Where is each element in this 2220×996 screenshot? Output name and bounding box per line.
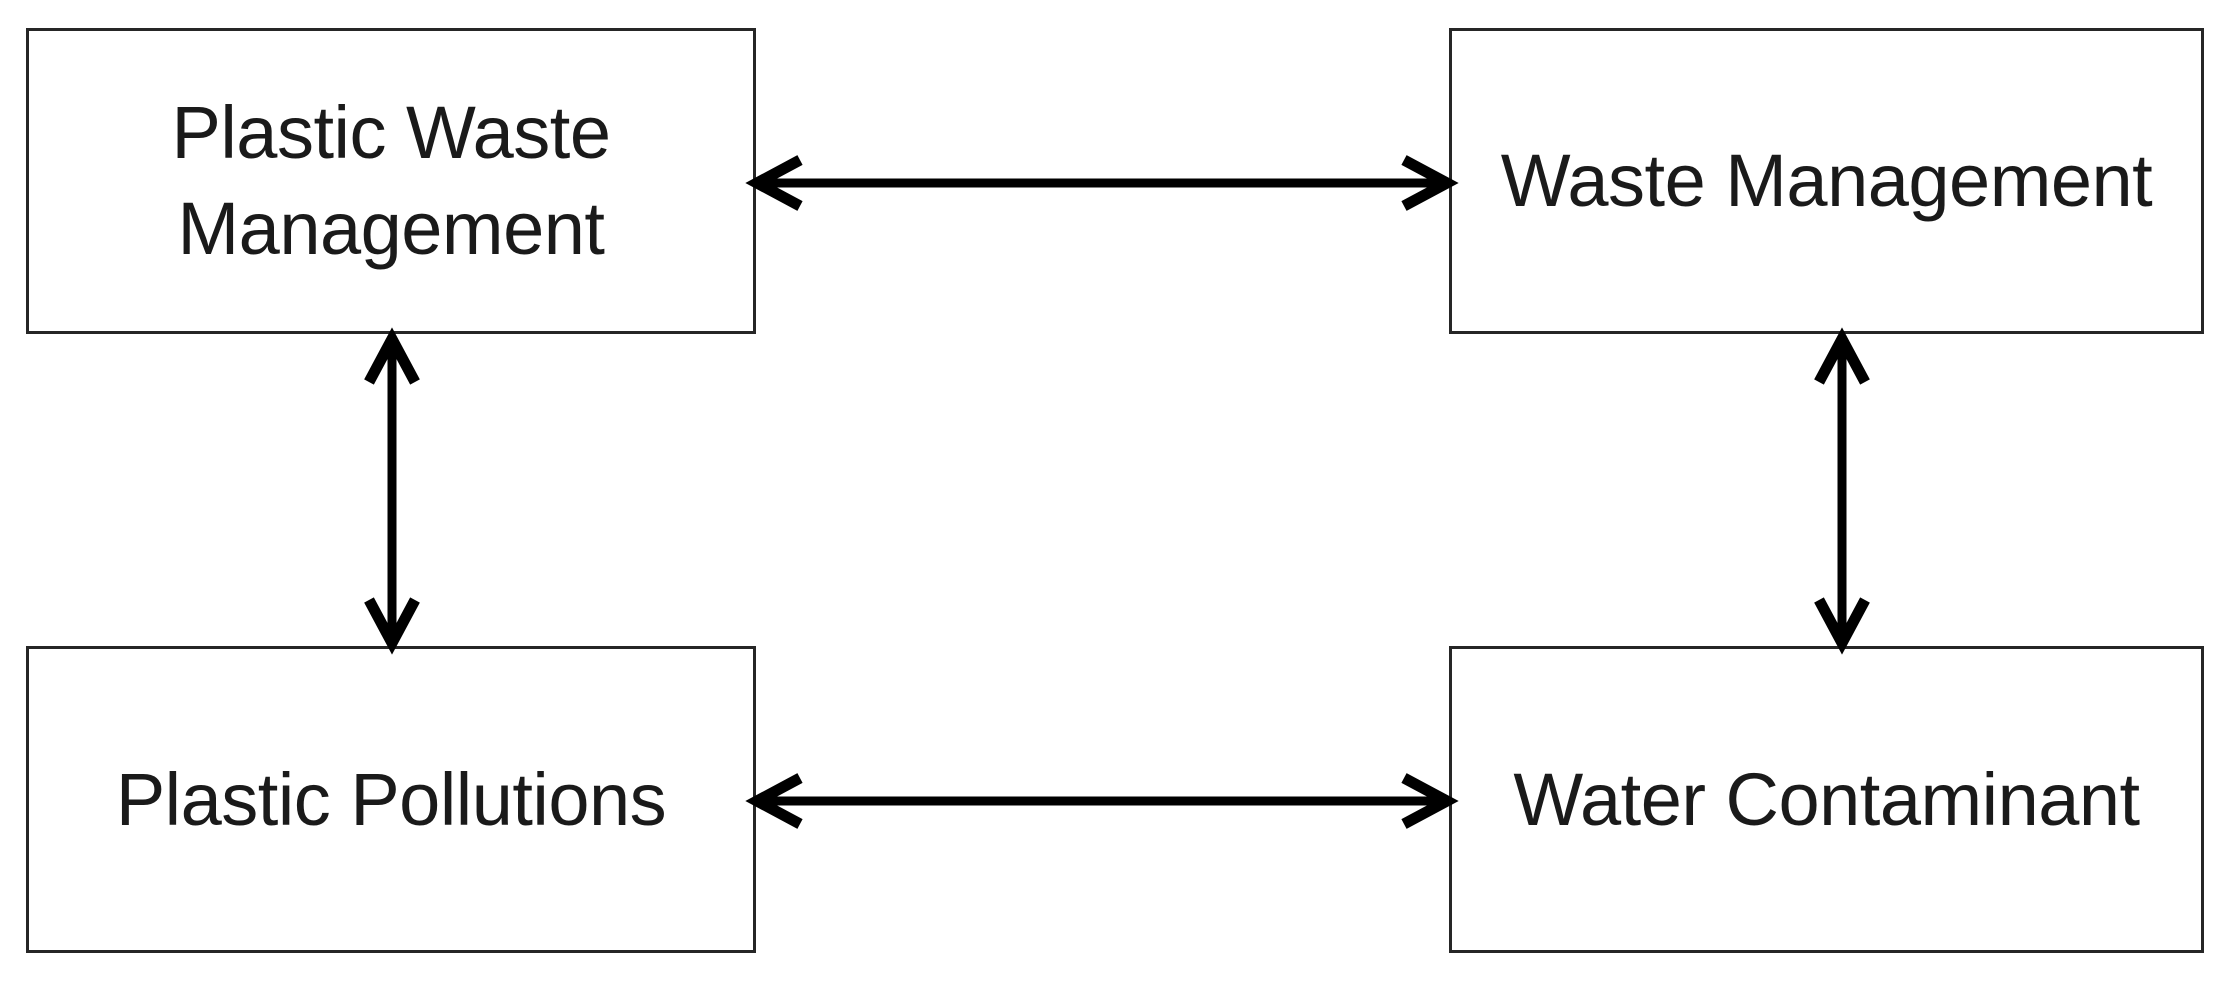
node-waste-management[interactable]: Waste Management — [1449, 28, 2204, 334]
node-plastic-waste-management[interactable]: Plastic Waste Management — [26, 28, 756, 334]
node-water-contaminant[interactable]: Water Contaminant — [1449, 646, 2204, 953]
connector-waste-management-to-water-contaminant[interactable] — [1814, 327, 1870, 655]
connector-plastic-waste-management-to-waste-management[interactable] — [745, 155, 1459, 211]
node-label-plastic-waste-management: Plastic Waste Management — [171, 91, 611, 270]
node-plastic-pollutions[interactable]: Plastic Pollutions — [26, 646, 756, 953]
node-label-water-contaminant: Water Contaminant — [1513, 757, 2140, 841]
connector-plastic-waste-management-to-plastic-pollutions[interactable] — [364, 327, 420, 655]
node-label-plastic-pollutions: Plastic Pollutions — [115, 757, 667, 841]
node-label-waste-management: Waste Management — [1500, 139, 2153, 222]
connector-plastic-pollutions-to-water-contaminant[interactable] — [745, 773, 1459, 829]
